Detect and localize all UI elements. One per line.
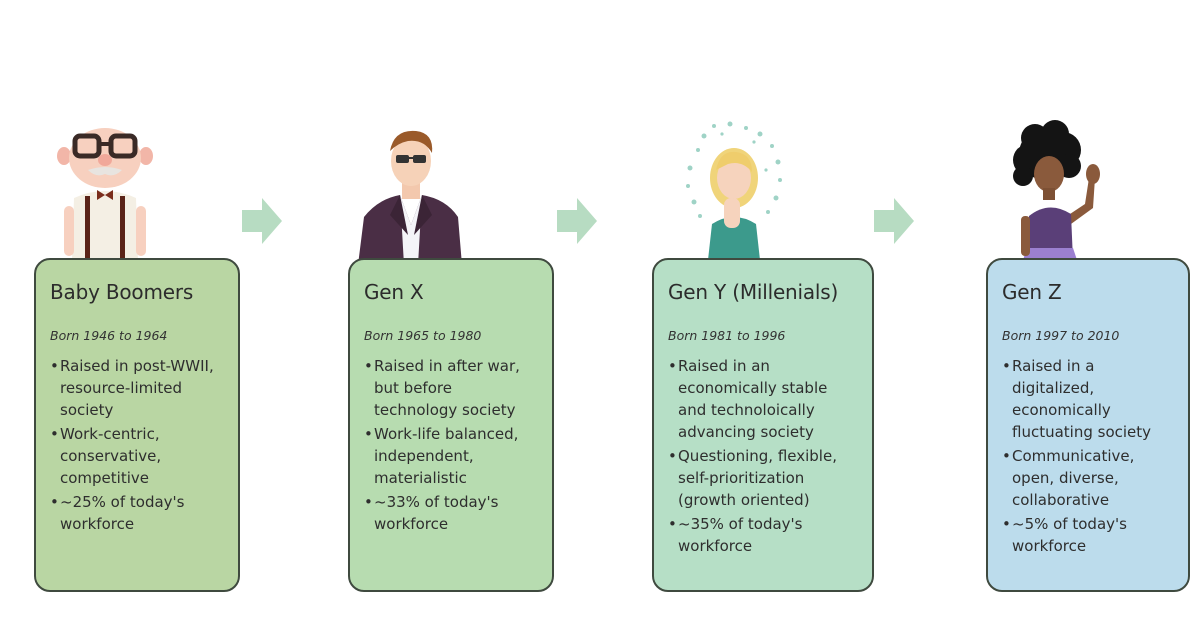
arrow-right-icon <box>557 198 597 244</box>
generation-card-gen-x: Gen X Born 1965 to 1980 Raised in after … <box>348 258 554 592</box>
trait-list: Raised in a digitalized, economically fl… <box>1002 355 1174 557</box>
list-item: ~25% of today's workforce <box>50 491 224 535</box>
list-item: ~35% of today's workforce <box>668 513 858 557</box>
list-item: Raised in after war, but before technolo… <box>364 355 538 421</box>
generation-title: Gen Z <box>1002 280 1062 304</box>
trait-list: Raised in post-WWII, resource-limited so… <box>50 355 224 535</box>
list-item: Work-life balanced, independent, materia… <box>364 423 538 489</box>
list-item: Raised in post-WWII, resource-limited so… <box>50 355 224 421</box>
generation-card-baby-boomers: Baby Boomers Born 1946 to 1964 Raised in… <box>34 258 240 592</box>
list-item: ~5% of today's workforce <box>1002 513 1174 557</box>
arrow-right-icon <box>874 198 914 244</box>
birth-years: Born 1981 to 1996 <box>668 328 786 343</box>
list-item: Communicative, open, diverse, collaborat… <box>1002 445 1174 511</box>
generation-card-gen-y: Gen Y (Millenials) Born 1981 to 1996 Rai… <box>652 258 874 592</box>
thinking-woman-icon <box>686 121 782 260</box>
trait-list: Raised in an economically stable and tec… <box>668 355 858 557</box>
list-item: Work-centric, conservative, competitive <box>50 423 224 489</box>
birth-years: Born 1965 to 1980 <box>364 328 482 343</box>
waving-girl-icon <box>1013 120 1100 260</box>
generation-card-gen-z: Gen Z Born 1997 to 2010 Raised in a digi… <box>986 258 1190 592</box>
trait-list: Raised in after war, but before technolo… <box>364 355 538 535</box>
businessman-icon <box>358 130 462 265</box>
list-item: Raised in an economically stable and tec… <box>668 355 858 443</box>
list-item: ~33% of today's workforce <box>364 491 538 535</box>
generation-title: Baby Boomers <box>50 280 194 304</box>
generation-title: Gen X <box>364 280 424 304</box>
generation-title: Gen Y (Millenials) <box>668 280 839 304</box>
list-item: Raised in a digitalized, economically fl… <box>1002 355 1174 443</box>
birth-years: Born 1946 to 1964 <box>50 328 168 343</box>
elderly-man-icon <box>57 128 153 260</box>
birth-years: Born 1997 to 2010 <box>1002 328 1120 343</box>
list-item: Questioning, flexible, self-prioritizati… <box>668 445 858 511</box>
arrow-right-icon <box>242 198 282 244</box>
